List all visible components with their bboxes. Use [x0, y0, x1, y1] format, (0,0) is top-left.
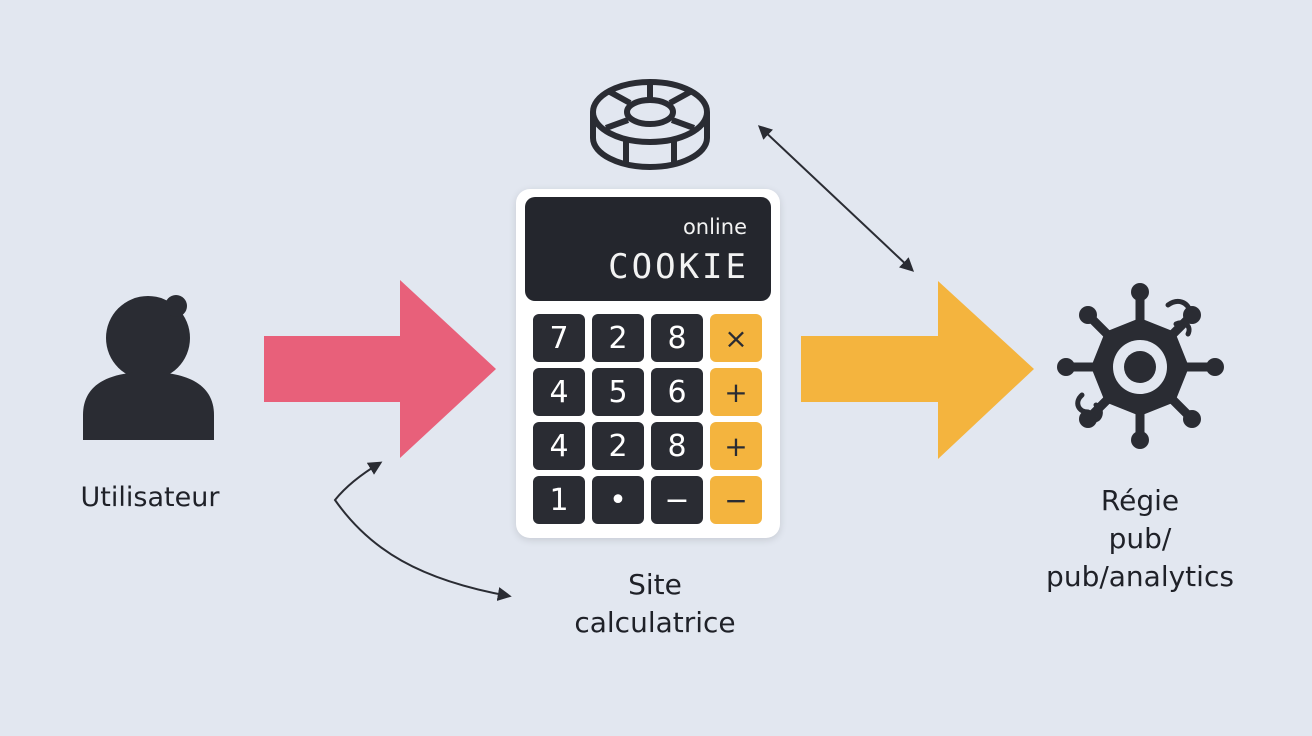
calculator-key: 5 — [592, 368, 644, 416]
network-gear-icon — [1057, 283, 1224, 449]
regie-label: Régie pub/ pub/analytics — [1010, 482, 1270, 596]
calculator-operator-key: − — [710, 476, 762, 524]
calculator-key: • — [592, 476, 644, 524]
regie-label-line2: pub/ — [1108, 522, 1172, 555]
calculator-key: 8 — [651, 422, 703, 470]
calculator-key: 4 — [533, 422, 585, 470]
calculator-key: 6 — [651, 368, 703, 416]
calculator-operator-key: + — [710, 368, 762, 416]
calculator-key: − — [651, 476, 703, 524]
calculator-key: 2 — [592, 314, 644, 362]
calculator-mode-label: online — [682, 215, 747, 239]
calculator-key: 2 — [592, 422, 644, 470]
calculator-display-value: COOKIE — [608, 247, 749, 287]
calculator-key: 7 — [533, 314, 585, 362]
return-curve-arrow — [333, 461, 512, 601]
calculator-key: 8 — [651, 314, 703, 362]
person-icon — [83, 295, 214, 440]
site-label-line1: Site — [628, 568, 682, 601]
regie-label-line1: Régie — [1100, 484, 1180, 517]
calculator-display: online COOKIE — [525, 197, 771, 301]
user-label: Utilisateur — [80, 482, 220, 513]
arrow-site-to-regie — [801, 281, 1034, 459]
calculator-key: 1 — [533, 476, 585, 524]
calculator-operator-key: + — [710, 422, 762, 470]
calculator-key: 4 — [533, 368, 585, 416]
calculator-operator-key: × — [710, 314, 762, 362]
site-label: Site calculatrice — [540, 566, 770, 642]
site-label-line2: calculatrice — [574, 606, 736, 639]
cookie-sync-arrow — [757, 125, 915, 272]
regie-label-line3: pub/analytics — [1046, 560, 1234, 593]
cookie-icon — [590, 79, 710, 170]
arrow-user-to-site — [264, 280, 496, 458]
